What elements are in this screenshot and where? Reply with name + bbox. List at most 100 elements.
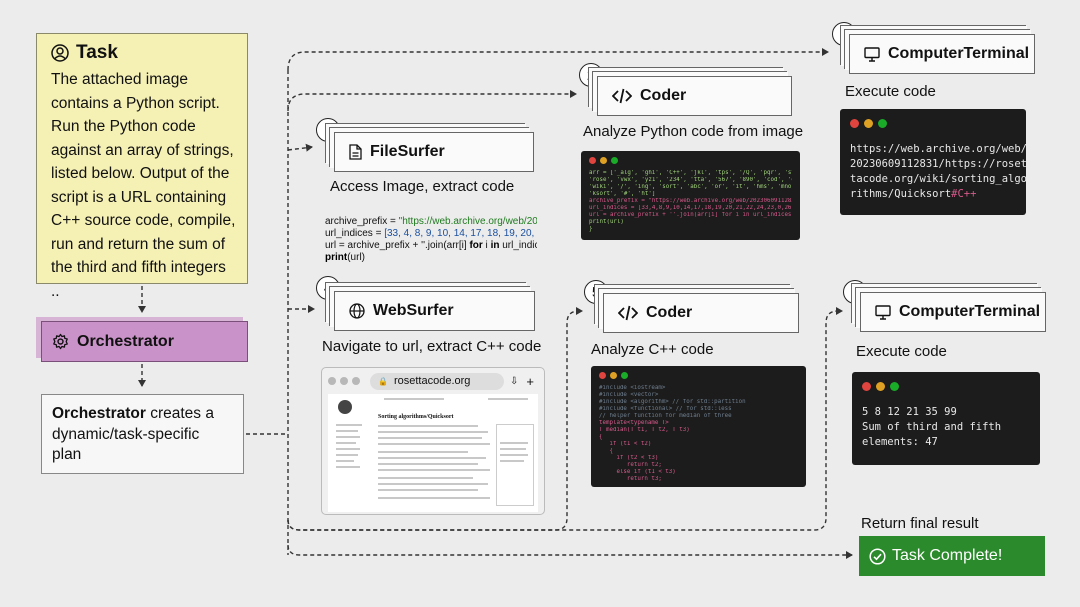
task-complete-label: Task Complete! xyxy=(892,547,1003,564)
terminal-line: rithms/Quicksort xyxy=(850,188,952,200)
code-list: [33, 4, 8, 9, 10, 14, 17, 18, 19, 20, 21… xyxy=(384,228,535,239)
code-text: i xyxy=(482,240,491,251)
python-snippet: archive_prefix = "https://web.archive.or… xyxy=(325,204,537,276)
task-line: script is a URL containing xyxy=(51,188,227,206)
task-line: The attached image xyxy=(51,71,189,88)
lock-icon: 🔒 xyxy=(378,376,388,386)
code-text: archive_prefix = xyxy=(325,216,399,227)
code-line: archive_prefix = "https://web.archive.or… xyxy=(589,198,792,204)
file-icon xyxy=(349,144,362,160)
python-code-panel: arr = ['_alg', 'ghi', 'C++', 'jkl', 'tps… xyxy=(581,151,800,240)
step-description: Analyze Python code from image xyxy=(583,123,804,140)
code-line: { xyxy=(599,434,603,440)
code-line: 'ksort', '#', 'ht'] xyxy=(589,191,656,197)
code-line: template<typename T> xyxy=(599,420,669,426)
code-keyword: for xyxy=(469,240,483,251)
final-result-label: Return final result xyxy=(861,515,979,532)
code-text: (url) xyxy=(347,252,365,263)
page-heading: Sorting algorithms/Quicksort xyxy=(378,414,454,420)
plan-line: plan xyxy=(52,446,82,463)
code-line: if (t1 < t2) xyxy=(599,441,652,447)
agent-name: Coder xyxy=(646,304,693,321)
step-description: Execute code xyxy=(856,343,947,360)
user-icon xyxy=(51,44,69,62)
code-icon xyxy=(618,305,638,321)
agent-card-coder: Coder xyxy=(597,76,792,116)
terminal-line: elements: 47 xyxy=(862,436,938,448)
plus-icon: + xyxy=(526,373,534,389)
agent-name: ComputerTerminal xyxy=(888,45,1030,62)
terminal-output-2: 5 8 12 21 35 99 Sum of third and fifth e… xyxy=(852,372,1040,465)
agent-name: Coder xyxy=(640,87,687,104)
code-line: { xyxy=(599,448,613,454)
code-icon xyxy=(612,88,632,104)
task-line: Run the Python code xyxy=(51,118,196,135)
address-bar: 🔒 rosettacode.org xyxy=(370,372,504,390)
plan-bold: Orchestrator xyxy=(52,405,146,422)
agent-card-computer-terminal-2: ComputerTerminal xyxy=(860,292,1046,332)
task-title: Task xyxy=(76,42,118,63)
terminal-line: https://web.archive.org/web/ xyxy=(850,143,1028,155)
agent-card-coder-cpp: Coder xyxy=(603,293,799,333)
step-description: Execute code xyxy=(845,83,936,100)
terminal-anchor: #C++ xyxy=(951,188,977,200)
code-line: T median(T t1, T t2, T t3) xyxy=(599,427,690,433)
check-circle-icon xyxy=(869,547,886,565)
task-description: The attached image contains a Python scr… xyxy=(51,68,237,303)
code-line: url_indices = [33,4,8,9,10,14,17,18,19,2… xyxy=(589,205,792,211)
code-line: return t2; xyxy=(599,462,662,468)
terminal-line: Sum of third and fifth xyxy=(862,421,1002,433)
browser-screenshot: 🔒 rosettacode.org ⇩ + Sorting algorithms… xyxy=(321,367,545,515)
terminal-line: 5 8 12 21 35 99 xyxy=(862,406,957,418)
code-line: else if (t1 < t3) xyxy=(599,469,676,475)
agent-name: ComputerTerminal xyxy=(899,303,1041,320)
agent-card-filesurfer: FileSurfer xyxy=(334,132,534,172)
address-text: rosettacode.org xyxy=(393,375,471,387)
agent-name: WebSurfer xyxy=(373,302,454,319)
code-line: 'rose', 'vwx', 'yz1', '234', 'tta', '567… xyxy=(589,177,792,183)
plan-text: creates a xyxy=(145,405,214,422)
code-line: // helper function for median of three xyxy=(599,413,732,419)
step-number: 4 xyxy=(316,276,340,300)
code-line: #include <algorithm> // for std::partiti… xyxy=(599,399,746,405)
code-line: #include <vector> xyxy=(599,392,659,398)
task-line: C++ source code, compile, xyxy=(51,212,236,229)
task-line: against an array of strings, xyxy=(51,141,234,159)
code-line: } xyxy=(589,226,593,232)
code-line: return t3; xyxy=(599,476,662,482)
agent-card-websurfer: WebSurfer xyxy=(334,291,535,331)
gear-icon xyxy=(53,333,68,350)
agent-name: FileSurfer xyxy=(370,143,445,160)
code-text: url = archive_prefix + ''.join(arr[i] xyxy=(325,240,470,251)
monitor-icon xyxy=(875,304,891,320)
step-description: Navigate to url, extract C++ code xyxy=(322,338,542,355)
code-text: url_indices = xyxy=(325,228,385,239)
code-keyword: in xyxy=(490,240,500,251)
code-text: url_indices) xyxy=(502,240,537,251)
agent-card-computer-terminal: ComputerTerminal xyxy=(849,34,1035,74)
code-line: if (t2 < t3) xyxy=(599,455,659,461)
task-line: run and return the sum of xyxy=(51,235,226,253)
code-keyword: print xyxy=(325,252,348,263)
code-line: #include <iostream> xyxy=(599,385,666,391)
share-icon: ⇩ xyxy=(510,375,519,387)
terminal-line: 20230609112831/https://roset xyxy=(850,158,1028,170)
browser-page: Sorting algorithms/Quicksort xyxy=(328,394,538,512)
code-line: print(url) xyxy=(589,219,624,225)
task-header: Task xyxy=(51,42,237,64)
code-line: arr = ['_alg', 'ghi', 'C++', 'jkl', 'tps… xyxy=(589,170,792,176)
task-complete-badge: Task Complete! xyxy=(859,536,1045,576)
cpp-code-panel: #include <iostream> #include <vector> #i… xyxy=(591,366,806,487)
task-box: Task The attached image contains a Pytho… xyxy=(36,33,248,300)
plan-line: dynamic/task-specific xyxy=(52,425,200,443)
terminal-line: tacode.org/wiki/sorting_algo xyxy=(850,173,1028,185)
monitor-icon xyxy=(864,46,880,62)
terminal-output-1: https://web.archive.org/web/ 20230609112… xyxy=(840,109,1028,215)
plan-box: Orchestrator creates a dynamic/task-spec… xyxy=(41,394,244,474)
task-line: the third and fifth integers .. xyxy=(51,259,226,300)
code-line: 'wiki', '/', 'ing', 'sort', 'abc', 'or',… xyxy=(589,184,792,190)
task-line: listed below. Output of the xyxy=(51,165,230,182)
code-line: #include <functional> // for std::less xyxy=(599,406,732,412)
code-string: "https://web.archive.org/web/20230609112… xyxy=(398,216,537,227)
